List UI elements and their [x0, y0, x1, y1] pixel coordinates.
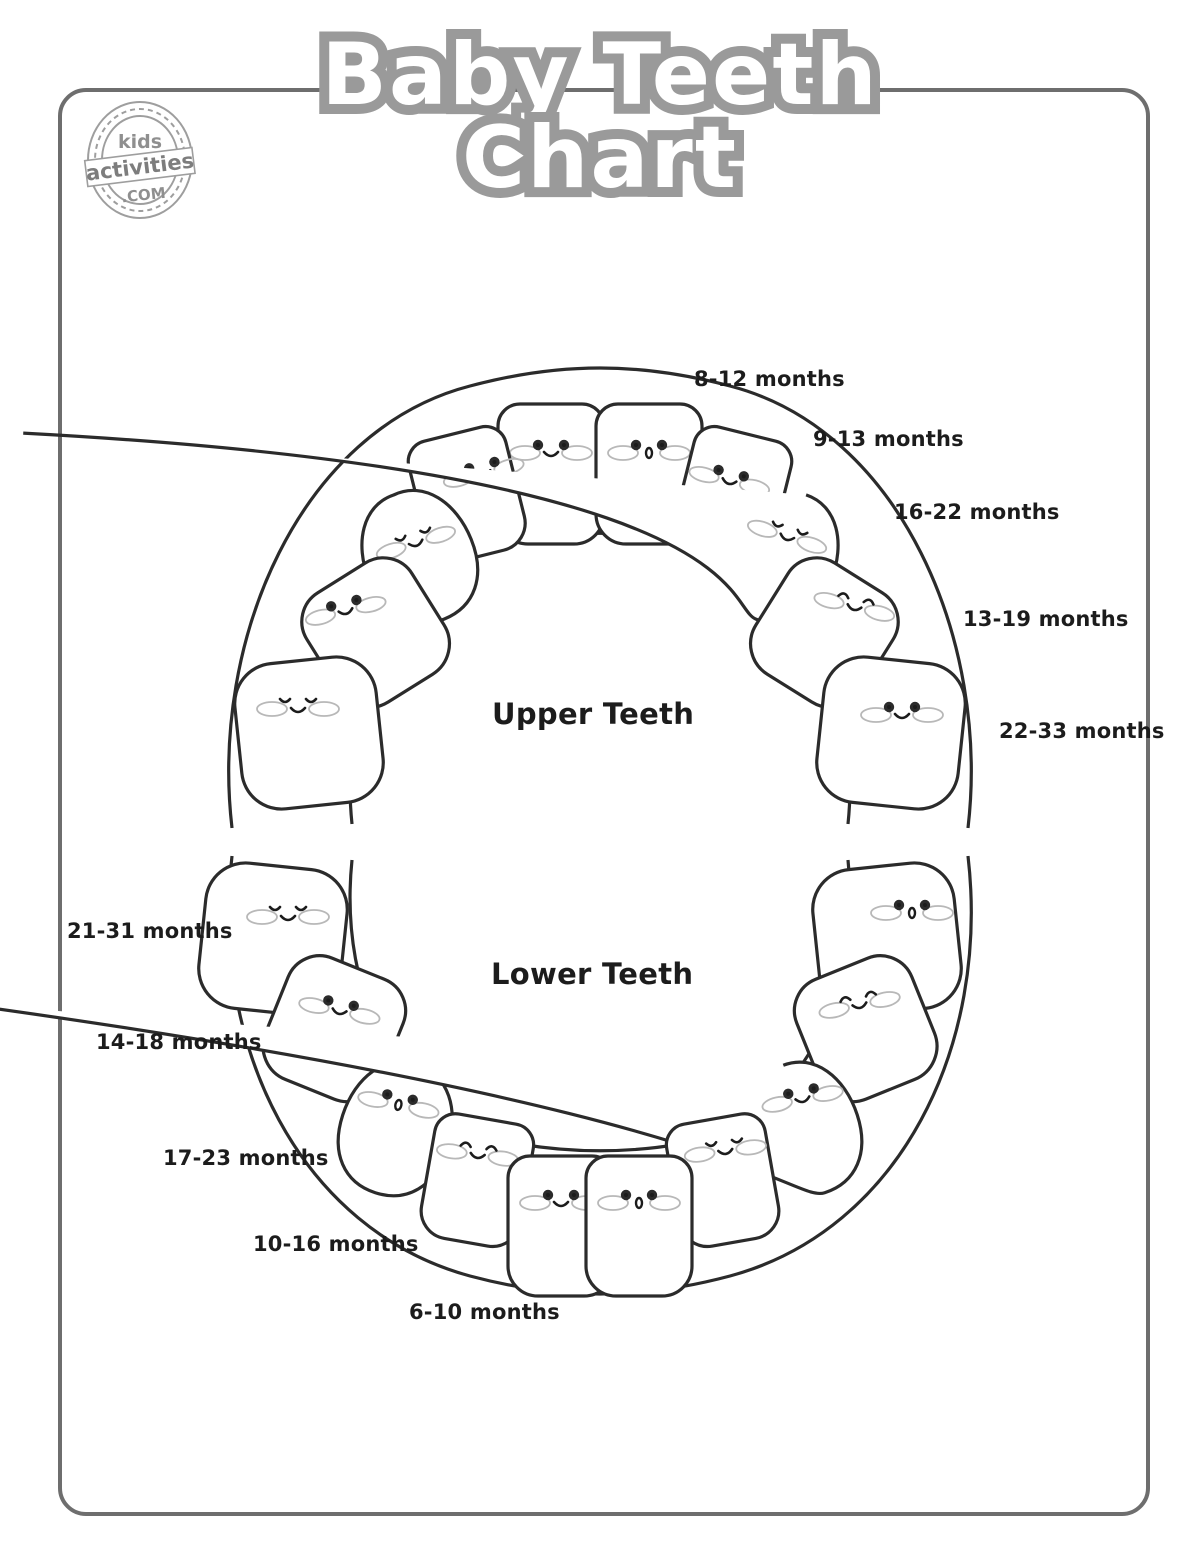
upper-central-incisor-month-label: 8-12 months [694, 367, 845, 391]
lower-lateral-incisor-month-label: 10-16 months [253, 1232, 419, 1256]
upper-teeth-label: Upper Teeth [492, 697, 695, 731]
lower-tooth-lateral-incisor-left [419, 1112, 536, 1249]
lower-second-molar-month-label: 21-31 months [67, 919, 233, 943]
upper-first-molar-month-label: 13-19 months [963, 607, 1129, 631]
upper-canine-month-label: 16-22 months [894, 500, 1060, 524]
logo-line3: .COM [120, 184, 166, 207]
lower-teeth-label: Lower Teeth [491, 957, 694, 991]
kids-activities-logo: kids activities .COM [72, 96, 208, 224]
lower-tooth-central-incisor-right [584, 1154, 694, 1298]
lower-canine-month-label: 17-23 months [163, 1146, 329, 1170]
upper-tooth-canine-right [23, 431, 840, 626]
upper-lateral-incisor-month-label: 9-13 months [813, 427, 964, 451]
page-border [58, 88, 1150, 1516]
upper-tooth-second-molar-right [815, 655, 967, 811]
lower-central-incisor-month-label: 6-10 months [409, 1300, 560, 1324]
logo-line1: kids [118, 131, 162, 153]
upper-tooth-second-molar-left [233, 655, 385, 811]
lower-tooth-first-molar-right [792, 954, 939, 1104]
upper-second-molar-month-label: 22-33 months [999, 719, 1165, 743]
lower-tooth-lateral-incisor-right [664, 1112, 781, 1249]
lower-first-molar-month-label: 14-18 months [96, 1030, 262, 1054]
